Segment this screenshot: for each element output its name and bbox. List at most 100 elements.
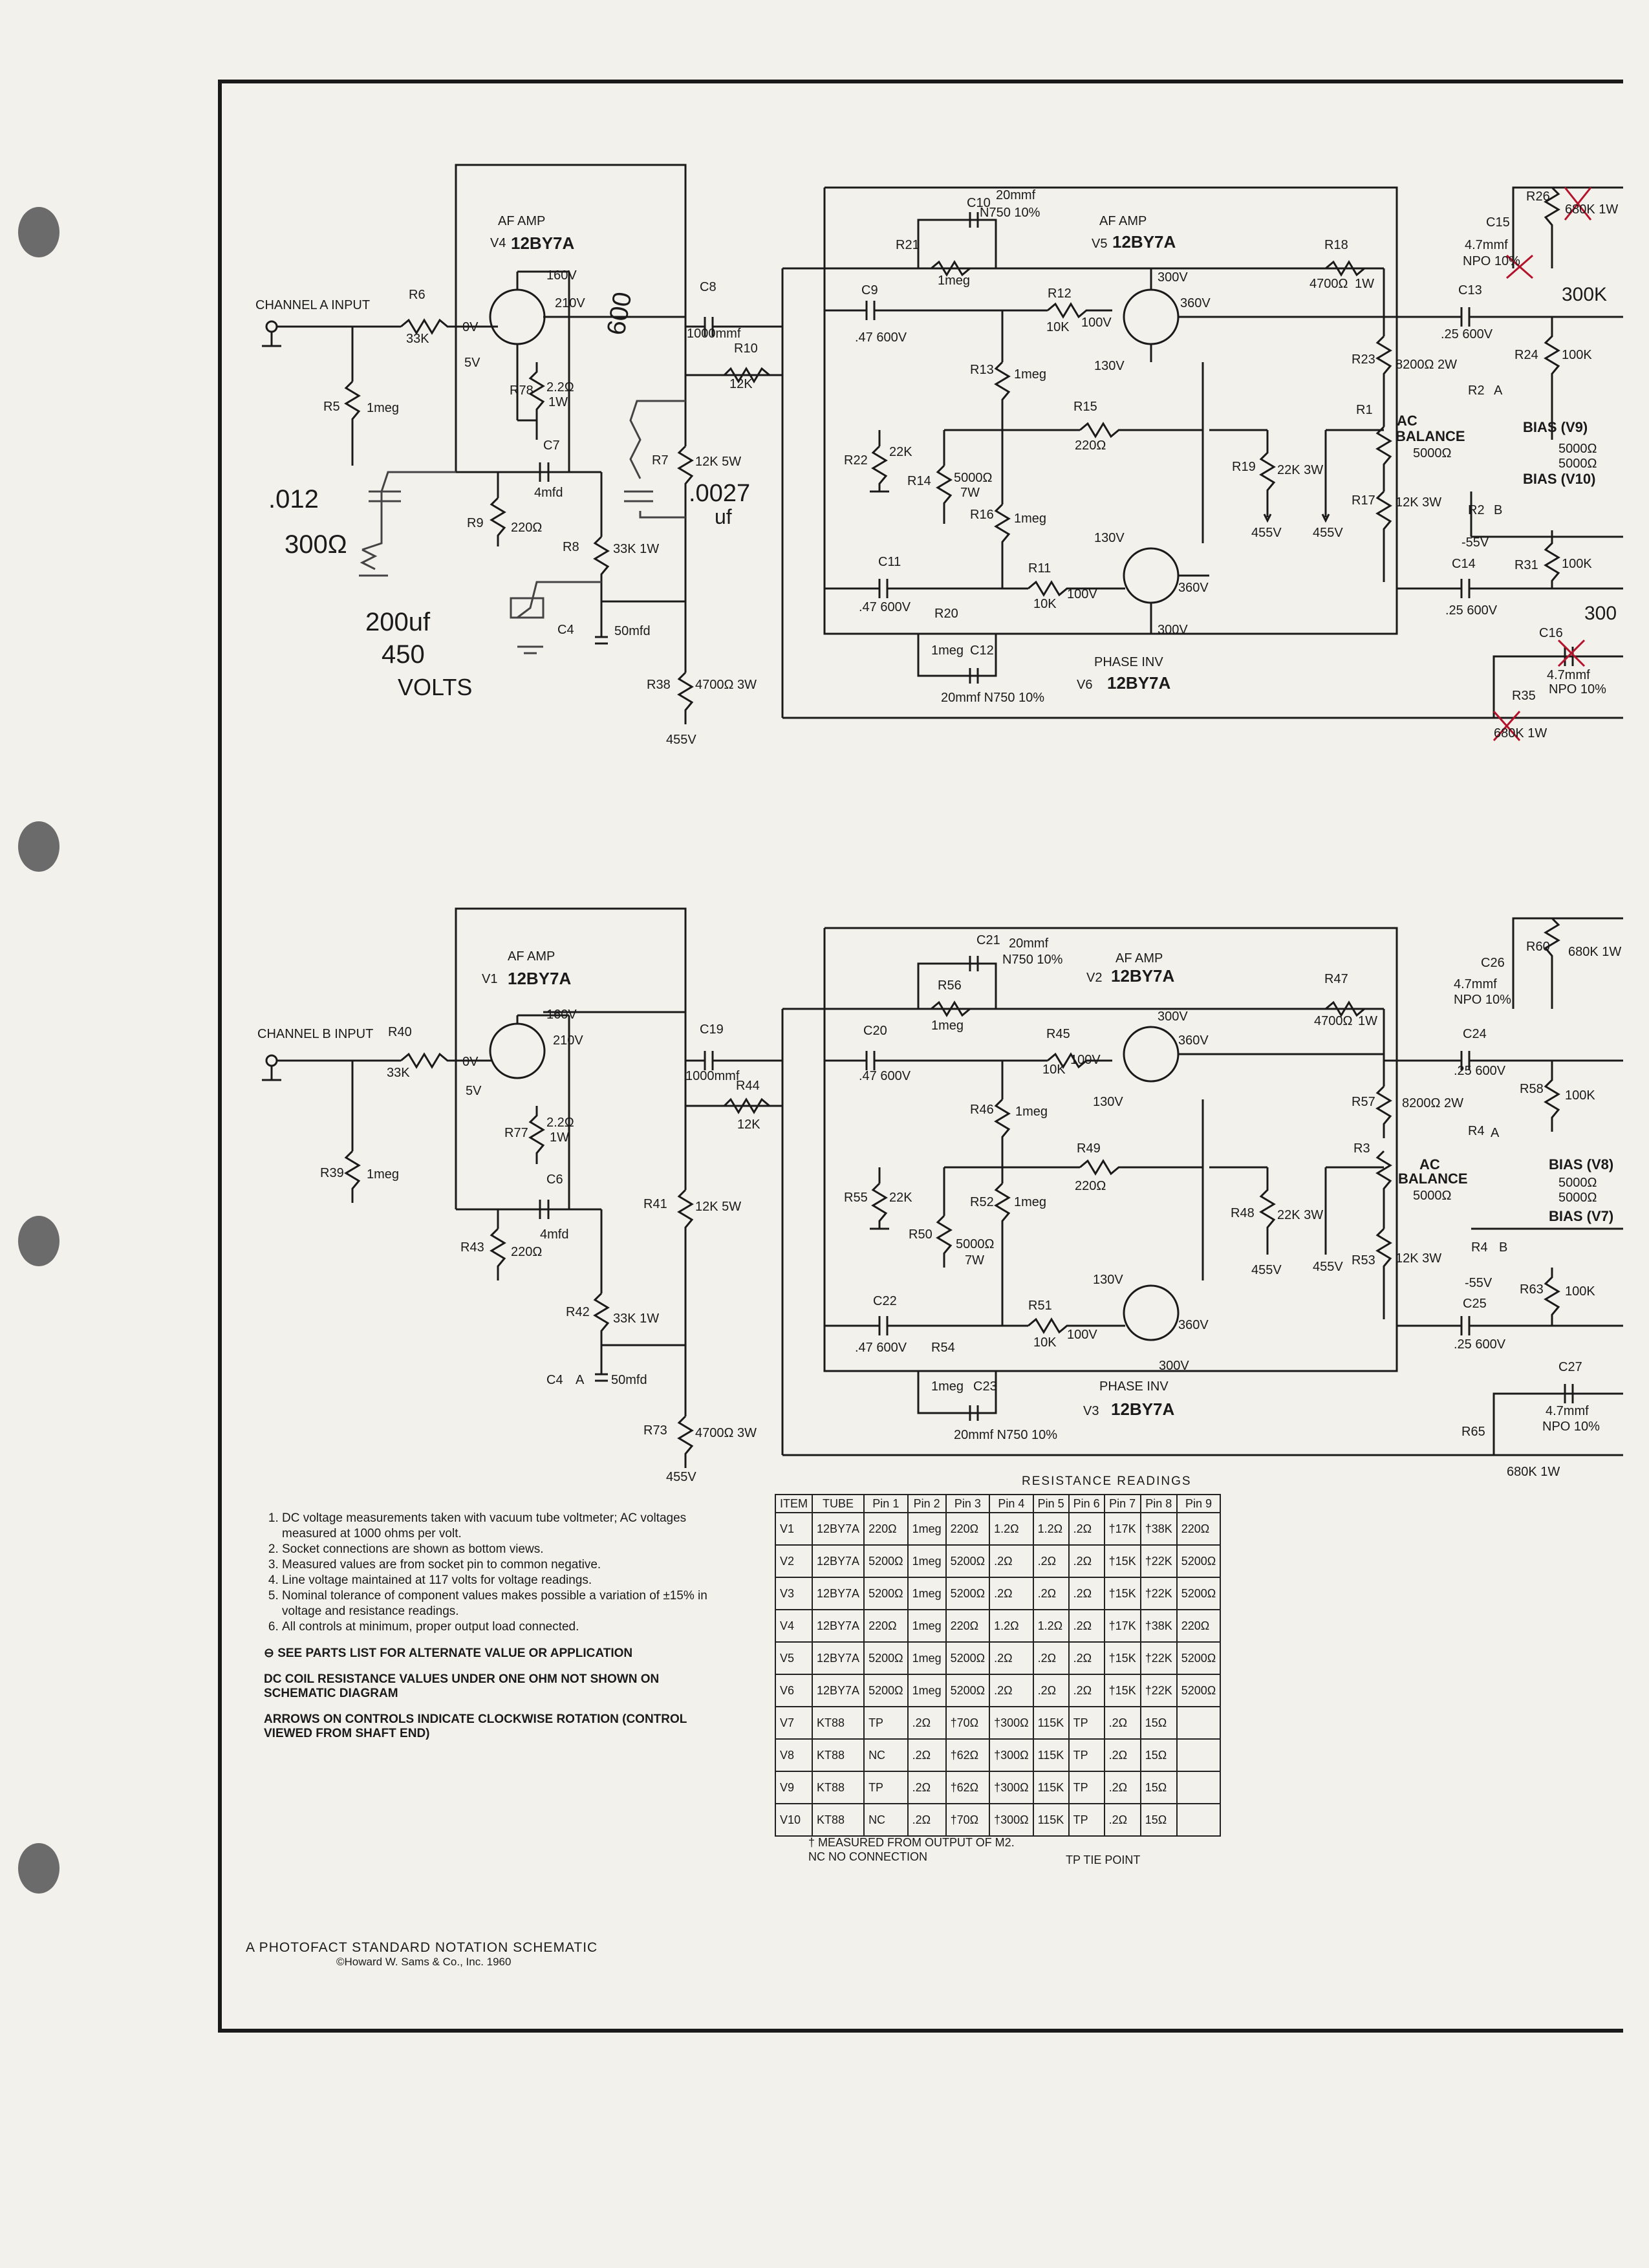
bias-v8: BIAS (V8) xyxy=(1549,1156,1613,1172)
note-item: DC voltage measurements taken with vacuu… xyxy=(282,1511,729,1542)
r2-ref: R2 xyxy=(1468,383,1485,398)
v6-tube: 12BY7A xyxy=(1107,673,1170,693)
v2-ref: V2 xyxy=(1086,971,1102,985)
note-item: Nominal tolerance of component values ma… xyxy=(282,1588,729,1619)
resistor-r23 xyxy=(1375,335,1392,388)
table-cell: 12BY7A xyxy=(811,1609,865,1643)
table-cell: 5200Ω xyxy=(863,1674,909,1707)
table-cell: 220Ω xyxy=(863,1609,909,1643)
table-cell: 1.2Ω xyxy=(1032,1609,1070,1643)
resistor-r51 xyxy=(1028,1317,1125,1334)
c20-value: .47 600V xyxy=(859,1069,911,1083)
r4b-ref: R4 xyxy=(1471,1240,1488,1255)
table-cell: V1 xyxy=(775,1512,813,1546)
bias-v10: BIAS (V10) xyxy=(1523,471,1595,487)
binder-hole xyxy=(18,1216,59,1266)
r22-ref: R22 xyxy=(844,453,868,468)
resistor-r9 xyxy=(490,497,506,546)
c16-value: 4.7mmf xyxy=(1547,668,1590,682)
r14-ref: R14 xyxy=(907,474,931,488)
v4-cath-volt: 5V xyxy=(464,356,480,370)
resistor-r8 xyxy=(593,535,610,601)
table-header-cell: Pin 3 xyxy=(945,1494,991,1513)
v6-cathode-volt: 130V xyxy=(1094,531,1125,545)
v4-ref: V4 xyxy=(490,236,506,250)
r9-value: 220Ω xyxy=(511,521,542,535)
c15-value: 4.7mmf xyxy=(1465,238,1508,252)
table-cell: KT88 xyxy=(811,1738,865,1772)
c24-value: .25 600V xyxy=(1454,1064,1506,1078)
table-cell: †70Ω xyxy=(945,1706,991,1740)
bias-v9: BIAS (V9) xyxy=(1523,419,1588,435)
r41-value: 12K 5W xyxy=(695,1200,741,1214)
r73-ref: R73 xyxy=(643,1423,667,1438)
r54-ref: R54 xyxy=(931,1341,955,1355)
c27-value: 4.7mmf xyxy=(1546,1404,1589,1418)
table-cell: 115K xyxy=(1032,1803,1070,1837)
r44-value: 12K xyxy=(737,1118,760,1132)
table-cell: †17K xyxy=(1103,1512,1141,1546)
r54-value: 1meg xyxy=(931,1379,964,1394)
r3-value: 5000Ω xyxy=(1413,1189,1451,1203)
c7-value: 4mfd xyxy=(534,486,563,500)
tube-v5 xyxy=(1123,288,1180,345)
table-cell: 1meg xyxy=(907,1674,947,1707)
r10-value: 12K xyxy=(729,377,753,391)
legend-dagger: † MEASURED FROM OUTPUT OF M2. xyxy=(808,1836,1015,1849)
table-cell: 115K xyxy=(1032,1771,1070,1804)
tube-v6 xyxy=(1123,547,1180,604)
red-x-marks xyxy=(1493,187,1592,741)
v3-ref: V3 xyxy=(1083,1404,1099,1418)
r12-ref: R12 xyxy=(1048,286,1072,301)
r45-value: 10K xyxy=(1042,1063,1066,1077)
table-cell: 5200Ω xyxy=(1176,1577,1222,1610)
r7-ref: R7 xyxy=(652,453,669,468)
table-cell: KT88 xyxy=(811,1803,865,1837)
v5-plate-volt: 300V xyxy=(1158,270,1188,285)
b-plus-455-b: 455V xyxy=(1251,526,1282,540)
r24-ref: R24 xyxy=(1514,348,1538,362)
table-header-cell: Pin 1 xyxy=(863,1494,909,1513)
c4a-ref: C4 xyxy=(557,623,574,637)
r45-ref: R45 xyxy=(1046,1027,1070,1041)
v5-cathode-volt: 130V xyxy=(1094,359,1125,373)
table-cell: †300Ω xyxy=(989,1771,1034,1804)
footer: A PHOTOFACT STANDARD NOTATION SCHEMATIC … xyxy=(246,1940,598,1969)
resistor-r14 xyxy=(936,464,953,524)
table-cell: .2Ω xyxy=(1032,1641,1070,1675)
v6-screen-volt: 360V xyxy=(1178,581,1209,595)
resistor-r47 xyxy=(1325,1000,1365,1017)
r47-value: 4700Ω xyxy=(1314,1014,1352,1028)
table-cell: 1.2Ω xyxy=(1032,1512,1070,1546)
table-cell: 1meg xyxy=(907,1577,947,1610)
c19-value: 1000mmf xyxy=(685,1069,740,1083)
table-cell: .2Ω xyxy=(1032,1674,1070,1707)
r3-ref: R3 xyxy=(1353,1141,1370,1156)
note-item: Socket connections are shown as bottom v… xyxy=(282,1542,729,1557)
r51-ref: R51 xyxy=(1028,1299,1052,1313)
r12-value: 10K xyxy=(1046,320,1070,334)
hw-note-uf: uf xyxy=(715,505,732,528)
v5-tube: 12BY7A xyxy=(1112,232,1176,252)
r31-value: 100K xyxy=(1562,557,1592,571)
bias-v7: BIAS (V7) xyxy=(1549,1208,1613,1224)
svg-text:100V: 100V xyxy=(1070,1053,1101,1067)
table-cell: †300Ω xyxy=(989,1706,1034,1740)
r56-ref: R56 xyxy=(938,978,962,993)
r6-value: 33K xyxy=(406,332,429,346)
r38-ref: R38 xyxy=(647,678,671,692)
resistor-r15 xyxy=(1079,422,1203,438)
v1-tube: 12BY7A xyxy=(508,969,571,988)
hw-note-volts: VOLTS xyxy=(398,674,472,700)
table-cell: 1meg xyxy=(907,1544,947,1578)
resistor-r46 xyxy=(994,1098,1011,1183)
r48-ref: R48 xyxy=(1231,1206,1255,1220)
r21-value: 1meg xyxy=(938,274,970,288)
v6-label: PHASE INV xyxy=(1094,655,1163,669)
v6-grid-volt: 100V xyxy=(1067,587,1097,601)
r7-value: 12K 5W xyxy=(695,455,741,469)
table-cell: .2Ω xyxy=(907,1771,947,1804)
